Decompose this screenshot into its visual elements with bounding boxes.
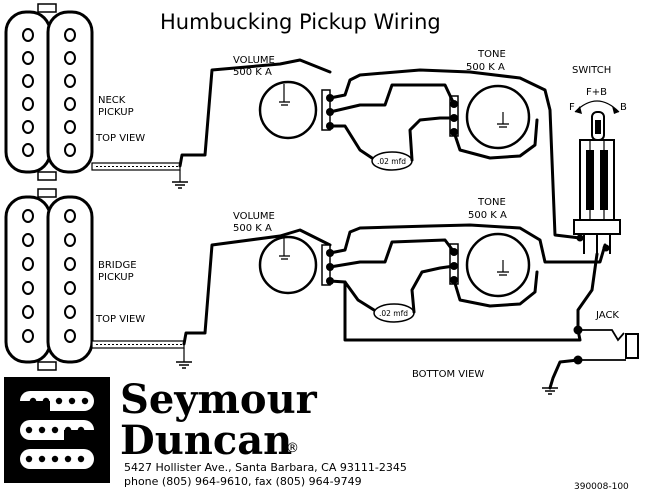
brand-name-line2: Duncan bbox=[120, 417, 292, 464]
seymour-duncan-logo-icon bbox=[4, 377, 110, 483]
jack-label: JACK bbox=[595, 310, 619, 321]
neck-wire bbox=[408, 116, 456, 162]
registered-mark: ® bbox=[286, 441, 299, 456]
neck-tone-value: 500 K A bbox=[466, 62, 505, 73]
bottom-view-label: BOTTOM VIEW bbox=[412, 369, 484, 380]
bridge-wire bbox=[328, 279, 376, 312]
bridge-volume-value: 500 K A bbox=[233, 223, 272, 234]
bridge-top-view-label: TOP VIEW bbox=[95, 314, 145, 325]
bridge-wire bbox=[328, 223, 607, 264]
bridge-tone-value: 500 K A bbox=[468, 210, 507, 221]
diagram-title: Humbucking Pickup Wiring bbox=[160, 10, 441, 34]
bridge-hot-wire bbox=[182, 228, 332, 346]
switch-pos-front: F bbox=[569, 102, 575, 113]
bridge-wire bbox=[410, 264, 456, 314]
bridge-tone-label: TONE bbox=[477, 197, 506, 208]
bridge-pickup-label-2: PICKUP bbox=[98, 272, 134, 283]
bridge-volume-label: VOLUME bbox=[233, 211, 275, 222]
bridge-pickup-label-1: BRIDGE bbox=[98, 260, 137, 271]
potentiometer-icon bbox=[258, 80, 334, 140]
switch-label: SWITCH bbox=[572, 65, 611, 76]
address-line: 5427 Hollister Ave., Santa Barbara, CA 9… bbox=[124, 461, 407, 474]
neck-wire bbox=[328, 124, 374, 160]
neck-volume-label: VOLUME bbox=[233, 55, 275, 66]
neck-pickup-label-1: NECK bbox=[98, 95, 126, 106]
neck-hot-wire bbox=[178, 58, 332, 168]
part-number: 390008-100 bbox=[574, 482, 629, 492]
neck-pickup-label-2: PICKUP bbox=[98, 107, 134, 118]
ground-bus-wire bbox=[343, 280, 582, 342]
neck-wire bbox=[452, 118, 539, 160]
brand-name-line1: Seymour bbox=[120, 376, 318, 423]
neck-cap-label: .02 mfd bbox=[377, 157, 406, 166]
neck-volume-value: 500 K A bbox=[233, 67, 272, 78]
toggle-switch-icon bbox=[573, 100, 621, 254]
jack-ground-wire bbox=[548, 358, 580, 390]
neck-tone-label: TONE bbox=[477, 49, 506, 60]
jack-icon bbox=[573, 325, 639, 365]
bridge-wire bbox=[452, 270, 539, 308]
bridge-cap-label: .02 mfd bbox=[379, 309, 408, 318]
switch-pos-middle: F+B bbox=[586, 87, 607, 98]
switch-pos-back: B bbox=[620, 102, 627, 113]
bridge-wire bbox=[328, 238, 456, 269]
neck-pickup bbox=[4, 3, 94, 181]
potentiometer-icon bbox=[258, 235, 334, 295]
neck-wire bbox=[328, 68, 582, 240]
neck-top-view-label: TOP VIEW bbox=[95, 133, 145, 144]
ground-icon bbox=[172, 170, 188, 189]
ground-icon bbox=[176, 348, 192, 369]
neck-wire bbox=[328, 83, 456, 114]
potentiometer-icon bbox=[449, 84, 531, 150]
potentiometer-icon bbox=[449, 232, 531, 298]
switch-output-wire bbox=[576, 252, 599, 332]
ground-icon bbox=[542, 387, 558, 395]
phone-line: phone (805) 964-9610, fax (805) 964-9749 bbox=[124, 475, 362, 488]
bridge-pickup bbox=[4, 188, 94, 371]
